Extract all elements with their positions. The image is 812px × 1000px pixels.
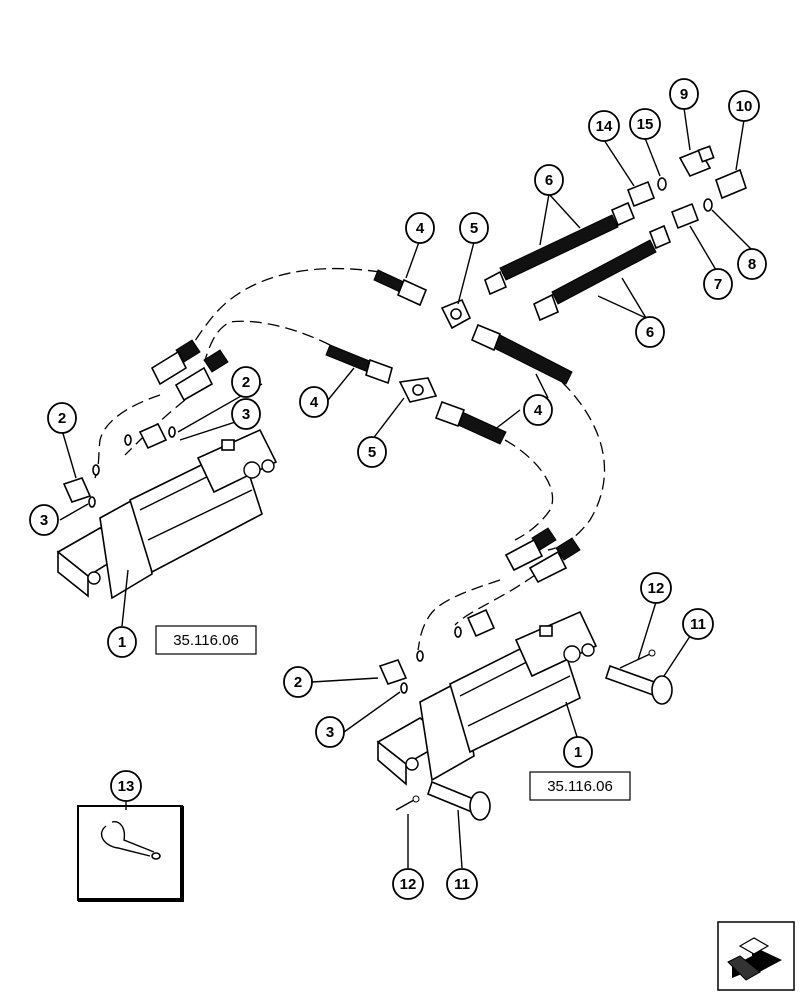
adapter-7 xyxy=(670,202,700,230)
elbow-fitting-left-lower xyxy=(62,464,100,508)
callout-11-right: 11 xyxy=(682,608,714,640)
hose-assembly-4-top xyxy=(373,269,428,307)
svg-text:2: 2 xyxy=(294,674,302,691)
clevis-pin-11-right xyxy=(604,664,673,705)
elbow-fitting-right-upper xyxy=(454,608,496,638)
callout-14: 14 xyxy=(588,110,620,142)
svg-text:1: 1 xyxy=(574,744,582,761)
hose-ends-left xyxy=(150,339,229,402)
hose-routing-lines xyxy=(94,267,606,651)
svg-text:1: 1 xyxy=(118,634,126,651)
svg-text:11: 11 xyxy=(690,616,706,633)
svg-text:3: 3 xyxy=(326,724,334,741)
clevis-pin-11-lower xyxy=(427,780,491,821)
callout-2-left-upper: 2 xyxy=(231,366,261,398)
oring-8 xyxy=(703,198,713,212)
svg-text:8: 8 xyxy=(748,256,756,273)
callout-2-left-lower: 2 xyxy=(47,402,77,434)
hydraulic-cylinder-right xyxy=(376,610,598,786)
svg-text:3: 3 xyxy=(242,406,250,423)
strap-inset-box xyxy=(77,805,184,902)
next-page-arrow-icon[interactable] xyxy=(717,921,795,991)
callout-2-right: 2 xyxy=(283,666,313,698)
svg-text:6: 6 xyxy=(646,324,654,341)
callout-5-mid: 5 xyxy=(357,436,387,468)
callout-13: 13 xyxy=(110,770,142,802)
svg-text:6: 6 xyxy=(545,172,553,189)
tee-fitting-5-top xyxy=(440,298,472,330)
svg-text:35.116.06: 35.116.06 xyxy=(547,778,613,795)
callout-6-upper: 6 xyxy=(534,164,564,196)
adapter-10 xyxy=(715,168,747,200)
callout-15: 15 xyxy=(629,108,661,140)
callout-7: 7 xyxy=(703,268,733,300)
reference-box-right[interactable]: 35.116.06 xyxy=(529,771,631,801)
hose-assembly-6-lower xyxy=(532,224,672,322)
svg-text:12: 12 xyxy=(400,876,417,893)
cotter-pin-12-lower xyxy=(395,795,420,811)
svg-text:4: 4 xyxy=(416,220,425,237)
svg-text:4: 4 xyxy=(534,402,543,419)
adapter-14 xyxy=(626,180,656,208)
callout-12-right: 12 xyxy=(640,572,672,604)
callout-12-lower: 12 xyxy=(392,868,424,900)
strap-icon xyxy=(100,821,161,860)
cotter-pin-12-right xyxy=(619,649,656,669)
svg-text:10: 10 xyxy=(736,98,753,115)
svg-text:13: 13 xyxy=(118,778,135,795)
svg-text:2: 2 xyxy=(58,410,66,427)
svg-text:15: 15 xyxy=(637,116,654,133)
elbow-fitting-right-lower xyxy=(378,650,424,694)
callout-8: 8 xyxy=(737,248,767,280)
svg-text:5: 5 xyxy=(470,220,478,237)
tee-fitting-5-mid xyxy=(398,377,438,403)
reference-box-left[interactable]: 35.116.06 xyxy=(155,625,257,655)
elbow-fitting-left-upper xyxy=(124,422,176,450)
svg-text:14: 14 xyxy=(596,118,613,135)
svg-text:3: 3 xyxy=(40,512,48,529)
hose-assembly-4-right xyxy=(470,323,573,385)
callout-4-right: 4 xyxy=(523,394,553,426)
oring-15 xyxy=(657,177,667,191)
svg-text:2: 2 xyxy=(242,374,250,391)
svg-text:7: 7 xyxy=(714,276,722,293)
callout-3-right: 3 xyxy=(315,716,345,748)
svg-text:9: 9 xyxy=(680,86,688,103)
callout-3-left-upper: 3 xyxy=(231,398,261,430)
callout-10: 10 xyxy=(728,90,760,122)
callout-1-right: 1 xyxy=(563,736,593,768)
svg-text:12: 12 xyxy=(648,580,665,597)
callout-1-left: 1 xyxy=(107,626,137,658)
callout-3-left-lower: 3 xyxy=(29,504,59,536)
callout-11-lower: 11 xyxy=(446,868,478,900)
callout-5-top: 5 xyxy=(459,212,489,244)
svg-text:35.116.06: 35.116.06 xyxy=(173,632,239,649)
hose-assembly-4-lower xyxy=(434,400,507,445)
callout-9: 9 xyxy=(669,78,699,110)
svg-text:11: 11 xyxy=(454,876,470,893)
svg-text:4: 4 xyxy=(310,394,319,411)
hose-assembly-4-mid xyxy=(325,344,393,385)
hose-ends-right xyxy=(504,527,581,584)
svg-text:5: 5 xyxy=(368,444,376,461)
adapter-9 xyxy=(678,145,715,178)
hydraulic-cylinder-left xyxy=(56,428,278,600)
callout-6-lower: 6 xyxy=(635,316,665,348)
callout-4-top: 4 xyxy=(405,212,435,244)
callout-4-mid: 4 xyxy=(299,386,329,418)
hose-assembly-6-upper xyxy=(484,201,636,296)
